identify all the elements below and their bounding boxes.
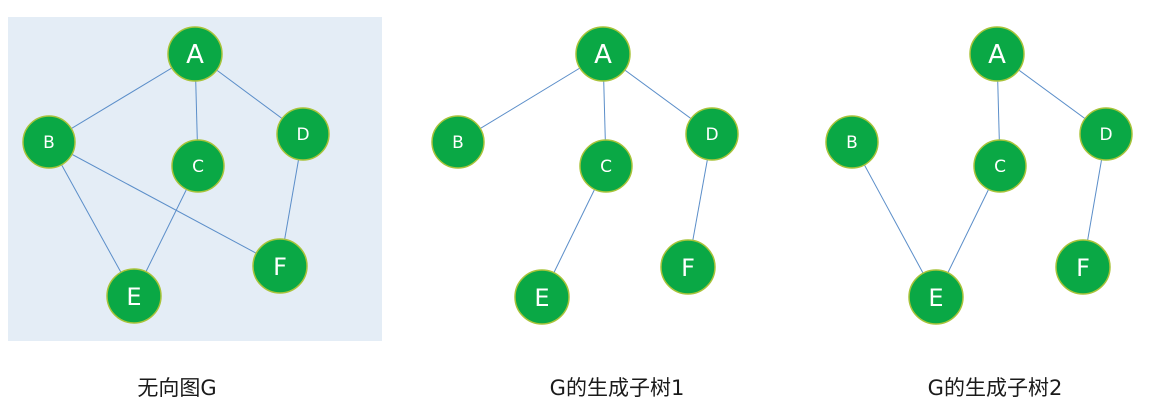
node-graph-g-e: E (106, 268, 162, 324)
node-graph-g-a: A (167, 26, 223, 82)
node-spanning-tree-1-c: C (579, 139, 633, 193)
node-label: D (705, 125, 718, 145)
node-label: D (1099, 125, 1112, 145)
node-label: C (994, 157, 1006, 177)
node-spanning-tree-2-f: F (1055, 239, 1111, 295)
node-circle (276, 107, 330, 161)
node-label: D (296, 125, 309, 145)
node-label: B (43, 133, 55, 153)
edge-graph-g-b-f (48, 141, 281, 267)
node-label: B (452, 133, 464, 153)
node-spanning-tree-1-f: F (660, 239, 716, 295)
node-circle (1079, 107, 1133, 161)
edge-graph-g-b-e (48, 141, 135, 297)
node-label: E (534, 284, 549, 312)
node-circle (1055, 239, 1111, 295)
node-graph-g-f: F (252, 238, 308, 294)
node-label: F (1076, 254, 1090, 282)
node-circle (106, 268, 162, 324)
node-spanning-tree-2-b: B (825, 115, 879, 169)
node-spanning-tree-2-c: C (973, 139, 1027, 193)
node-circle (22, 115, 76, 169)
node-circle (660, 239, 716, 295)
node-spanning-tree-2-e: E (908, 269, 964, 325)
node-circle (969, 26, 1025, 82)
nodes-layer: A B C D E F A B C D E F A B C D E F (22, 26, 1133, 325)
node-spanning-tree-1-b: B (431, 115, 485, 169)
node-spanning-tree-2-a: A (969, 26, 1025, 82)
node-circle (252, 238, 308, 294)
node-graph-g-d: D (276, 107, 330, 161)
caption-spanning-tree-1: G的生成子树1 (549, 376, 685, 400)
node-label: A (594, 40, 612, 70)
node-circle (685, 107, 739, 161)
node-circle (825, 115, 879, 169)
node-label: E (928, 284, 943, 312)
node-circle (973, 139, 1027, 193)
node-label: C (600, 157, 612, 177)
node-spanning-tree-1-a: A (575, 26, 631, 82)
node-circle (431, 115, 485, 169)
node-spanning-tree-1-e: E (514, 269, 570, 325)
node-circle (167, 26, 223, 82)
edge-spanning-tree-2-b-e (851, 141, 937, 298)
node-spanning-tree-2-d: D (1079, 107, 1133, 161)
node-label: A (988, 40, 1006, 70)
node-spanning-tree-1-d: D (685, 107, 739, 161)
node-label: F (681, 254, 695, 282)
node-label: C (192, 157, 204, 177)
node-label: F (273, 253, 287, 281)
node-circle (908, 269, 964, 325)
caption-spanning-tree-2: G的生成子树2 (927, 376, 1063, 400)
node-circle (575, 26, 631, 82)
node-label: B (846, 133, 858, 153)
caption-graph-g: 无向图G (137, 376, 217, 400)
node-circle (579, 139, 633, 193)
edge-graph-g-a-b (48, 53, 196, 143)
node-circle (171, 139, 225, 193)
node-graph-g-c: C (171, 139, 225, 193)
edge-spanning-tree-1-a-b (457, 53, 604, 143)
node-label: E (126, 283, 141, 311)
node-label: A (186, 40, 204, 70)
node-graph-g-b: B (22, 115, 76, 169)
node-circle (514, 269, 570, 325)
